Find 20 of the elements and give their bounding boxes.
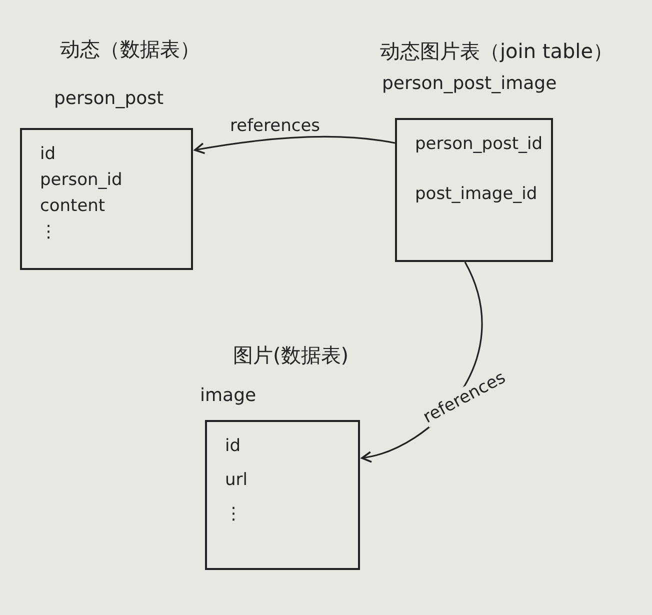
field-name: id [225, 436, 241, 456]
field-name: url [225, 470, 248, 490]
table-title: 图片(数据表) [233, 342, 349, 369]
table-title: 动态图片表（join table） [380, 38, 614, 65]
table-title: 动态（数据表） [60, 36, 200, 63]
field-name: post_image_id [415, 184, 538, 204]
edge-label: references [230, 116, 320, 136]
field-name: ⋮ [225, 504, 242, 524]
field-name: person_post_id [415, 134, 542, 154]
table-box [20, 128, 193, 270]
table-box [205, 420, 360, 570]
table-name: person_post_image [382, 73, 557, 94]
field-name: content [40, 196, 106, 216]
field-name: ⋮ [40, 222, 57, 242]
field-name: id [40, 144, 56, 164]
table-name: image [200, 385, 256, 406]
arrow [194, 136, 396, 154]
table-box [395, 118, 553, 262]
field-name: person_id [40, 170, 122, 190]
table-name: person_post [54, 88, 164, 109]
